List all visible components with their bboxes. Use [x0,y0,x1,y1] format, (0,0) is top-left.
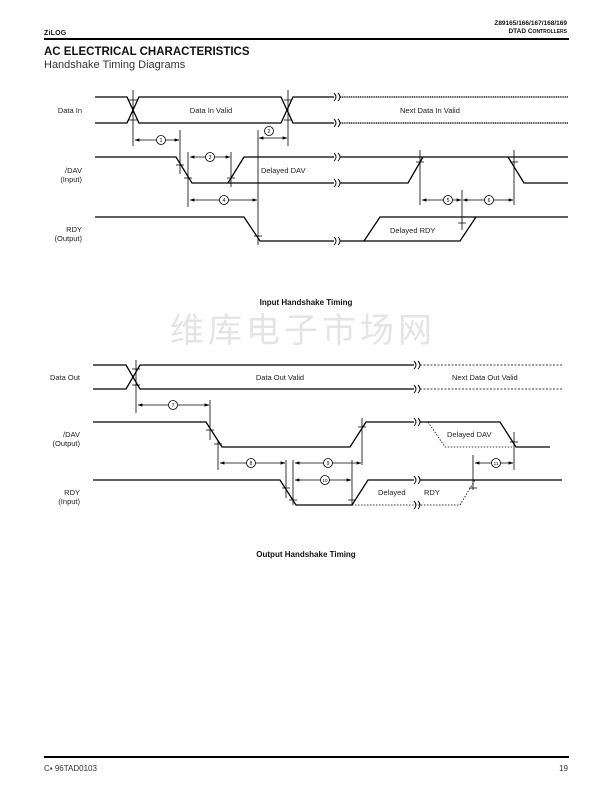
svg-text:1: 1 [160,138,163,144]
delayed-rdy-out-label: Delayed [378,488,406,497]
input-timing-markers: 1 2 3 4 5 6 [156,126,494,205]
marker-9: 9 [323,458,333,468]
signal-label-dav-out-sub: (Output) [52,439,80,448]
svg-text:2: 2 [268,129,271,135]
marker-7: 7 [168,400,178,410]
signal-label-dav-out: /DAV [63,430,80,439]
signal-label-data-in: Data In [58,106,82,115]
signal-label-rdy: RDY [66,225,82,234]
input-handshake-diagram: Data In /DAV (Input) RDY (Output) Data I… [54,90,568,246]
marker-5: 5 [443,195,453,205]
next-data-out-valid-label: Next Data Out Valid [452,373,518,382]
signal-label-data-out: Data Out [50,373,81,382]
delayed-dav-label: Delayed DAV [261,166,305,175]
footer-doc-id: C▪ 96TAD0103 [44,764,97,773]
output-timing-references [132,360,518,505]
data-out-waveform [93,360,562,394]
delayed-dav-out-label: Delayed DAV [447,430,491,439]
svg-text:9: 9 [327,461,330,467]
marker-6: 6 [484,195,494,205]
marker-8: 8 [246,458,256,468]
signal-label-rdy-sub: (Output) [54,234,82,243]
marker-4: 4 [219,195,229,205]
rdy-out-label: RDY [424,488,440,497]
data-in-waveform [95,92,568,128]
svg-text:10: 10 [322,478,328,483]
section-title: AC ELECTRICAL CHARACTERISTICS [44,46,250,58]
page-number: 19 [559,764,568,773]
svg-text:3: 3 [209,155,212,161]
svg-text:6: 6 [488,198,491,204]
marker-3: 3 [205,152,215,162]
rdy-input-waveform [93,475,562,510]
rdy-output-waveform [95,216,568,246]
delayed-rdy-label: Delayed RDY [390,226,435,235]
marker-11: 11 [491,458,501,468]
svg-text:4: 4 [223,198,226,204]
output-diagram-caption: Output Handshake Timing [256,550,356,559]
output-timing-markers: 7 8 9 10 11 [168,400,501,485]
part-numbers: Z89165/166/167/168/169 [494,20,567,27]
footer-rule [44,756,569,758]
output-handshake-diagram: Data Out /DAV (Output) RDY (Input) Data … [50,360,562,510]
output-timing-arrows [137,403,514,482]
marker-2: 2 [264,126,274,136]
marker-10: 10 [320,475,330,485]
svg-text:11: 11 [494,461,499,466]
section-subtitle: Handshake Timing Diagrams [44,59,186,71]
header-rule [44,38,569,40]
data-in-valid-label: Data In Valid [190,106,232,115]
product-name: DTAD Controllers [508,28,567,35]
next-data-in-valid-label: Next Data In Valid [400,106,460,115]
data-out-valid-label: Data Out Valid [256,373,304,382]
signal-label-rdy-in: RDY [64,488,80,497]
svg-text:5: 5 [447,198,450,204]
watermark: 维库电子市场网 [170,311,436,351]
header-product: Z89165/166/167/168/169 DTAD Controllers [494,20,567,36]
svg-text:8: 8 [250,461,253,467]
marker-1: 1 [156,135,166,145]
dav-input-waveform [95,152,568,188]
signal-label-dav-sub: (Input) [60,175,82,184]
input-diagram-caption: Input Handshake Timing [260,298,353,307]
zilog-logo: ZiLOG [44,30,67,37]
signal-label-rdy-in-sub: (Input) [58,497,80,506]
input-timing-references [129,90,518,245]
signal-label-dav: /DAV [65,166,82,175]
svg-text:7: 7 [172,403,175,409]
dav-output-waveform [93,417,550,448]
input-timing-arrows [134,136,514,202]
